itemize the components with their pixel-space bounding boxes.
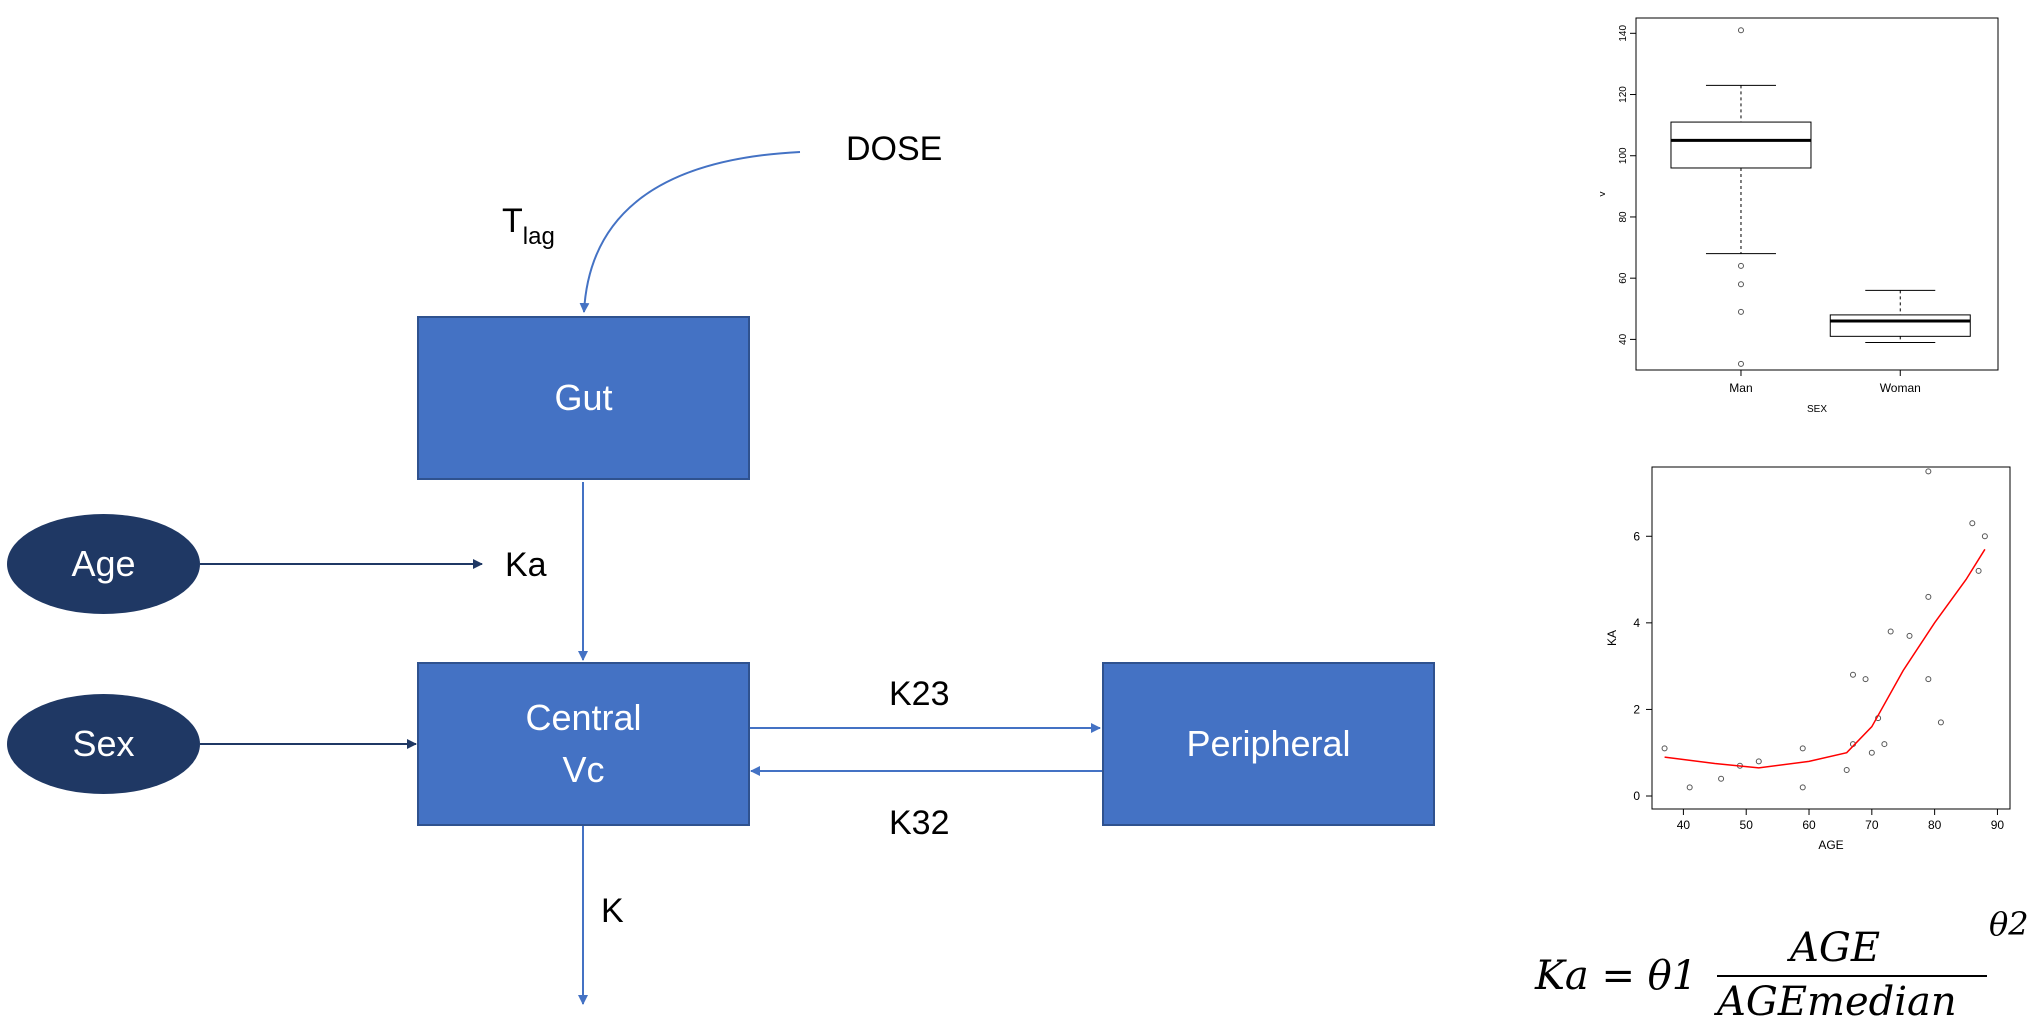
central-label-line2: Vc [562, 749, 605, 790]
scatter-point [1755, 758, 1762, 765]
tlag-main: T [502, 202, 523, 240]
tlag-label: Tlag [502, 202, 555, 250]
y-axis-label: V [1600, 190, 1608, 197]
scatter-point [1881, 741, 1888, 748]
box-iqr [1670, 121, 1812, 169]
formula-fraction-bar [1717, 975, 1987, 977]
y-tick-label: 80 [1618, 211, 1629, 223]
scatter-point [1937, 719, 1944, 726]
x-tick-label: Man [1729, 381, 1752, 395]
k23-label: K23 [889, 675, 950, 713]
y-axis-label: KA [1605, 630, 1619, 646]
sex-label: Sex [72, 723, 135, 764]
central-compartment: Central Vc [417, 662, 750, 826]
formula-denominator: AGEmedian [1717, 979, 1957, 1025]
y-tick-label: 6 [1633, 529, 1640, 543]
y-tick-label: 140 [1618, 25, 1629, 42]
x-tick-label: 40 [1677, 818, 1691, 832]
dose-label: DOSE [846, 130, 943, 168]
y-tick-label: 4 [1633, 616, 1640, 630]
gut-compartment: Gut [417, 316, 750, 480]
plot-frame [1635, 17, 1999, 371]
x-tick-label: 70 [1865, 818, 1879, 832]
y-tick-label: 60 [1618, 272, 1629, 284]
box-outlier [1737, 281, 1744, 288]
box-outlier [1737, 308, 1744, 315]
plot-frame [1651, 466, 2011, 810]
x-axis-label: AGE [1818, 838, 1843, 852]
tlag-subscript: lag [522, 223, 555, 250]
ka-label: Ka [505, 546, 547, 584]
scatter-point [1849, 671, 1856, 678]
diagram-connectors [200, 151, 1102, 1005]
box-outlier [1737, 360, 1744, 367]
peripheral-compartment: Peripheral [1102, 662, 1435, 826]
x-tick-label: 60 [1802, 818, 1816, 832]
peripheral-label: Peripheral [1186, 723, 1351, 764]
scatter-point [1887, 628, 1894, 635]
box-outlier [1737, 27, 1744, 34]
scatter-point [1981, 533, 1988, 540]
box-outlier [1737, 262, 1744, 269]
scatter-point [1925, 676, 1932, 683]
box-iqr [1829, 314, 1971, 337]
dose-to-gut-arrow [579, 151, 801, 313]
scatter-point [1906, 632, 1913, 639]
scatter-point [1975, 567, 1982, 574]
sex-covariate: Sex [7, 694, 200, 794]
scatter-point [1925, 593, 1932, 600]
y-tick-label: 2 [1633, 702, 1640, 716]
scatter-point [1799, 745, 1806, 752]
k32-label: K32 [889, 804, 950, 842]
scatter-point [1925, 468, 1932, 475]
scatter-point [1843, 767, 1850, 774]
scatter-point [1969, 520, 1976, 527]
scatter-point [1862, 676, 1869, 683]
scatter-point [1799, 784, 1806, 791]
smooth-line [1664, 548, 1986, 769]
y-tick-label: 120 [1618, 86, 1629, 103]
x-tick-label: 90 [1991, 818, 2005, 832]
scatter-point [1868, 749, 1875, 756]
formula-numerator: AGE [1790, 925, 1881, 971]
k-label: K [601, 892, 624, 930]
x-tick-label: 50 [1740, 818, 1754, 832]
age-covariate: Age [7, 514, 200, 614]
x-tick-label: 80 [1928, 818, 1942, 832]
formula-lhs: Ka = θ1 [1535, 953, 1698, 999]
ka-formula: Ka = θ1 AGE AGEmedian θ2 [1535, 905, 2029, 1025]
age-label: Age [71, 543, 136, 584]
x-axis-label: SEX [1807, 404, 1827, 415]
scatter-point [1686, 784, 1693, 791]
formula-exponent: θ2 [1989, 905, 2029, 943]
y-tick-label: 0 [1633, 789, 1640, 803]
gut-label: Gut [554, 377, 613, 418]
scatter-point [1718, 775, 1725, 782]
y-tick-label: 100 [1618, 147, 1629, 164]
central-label-line1: Central [525, 697, 642, 738]
y-tick-label: 40 [1618, 333, 1629, 345]
scatter-point [1661, 745, 1668, 752]
x-tick-label: Woman [1880, 381, 1921, 395]
